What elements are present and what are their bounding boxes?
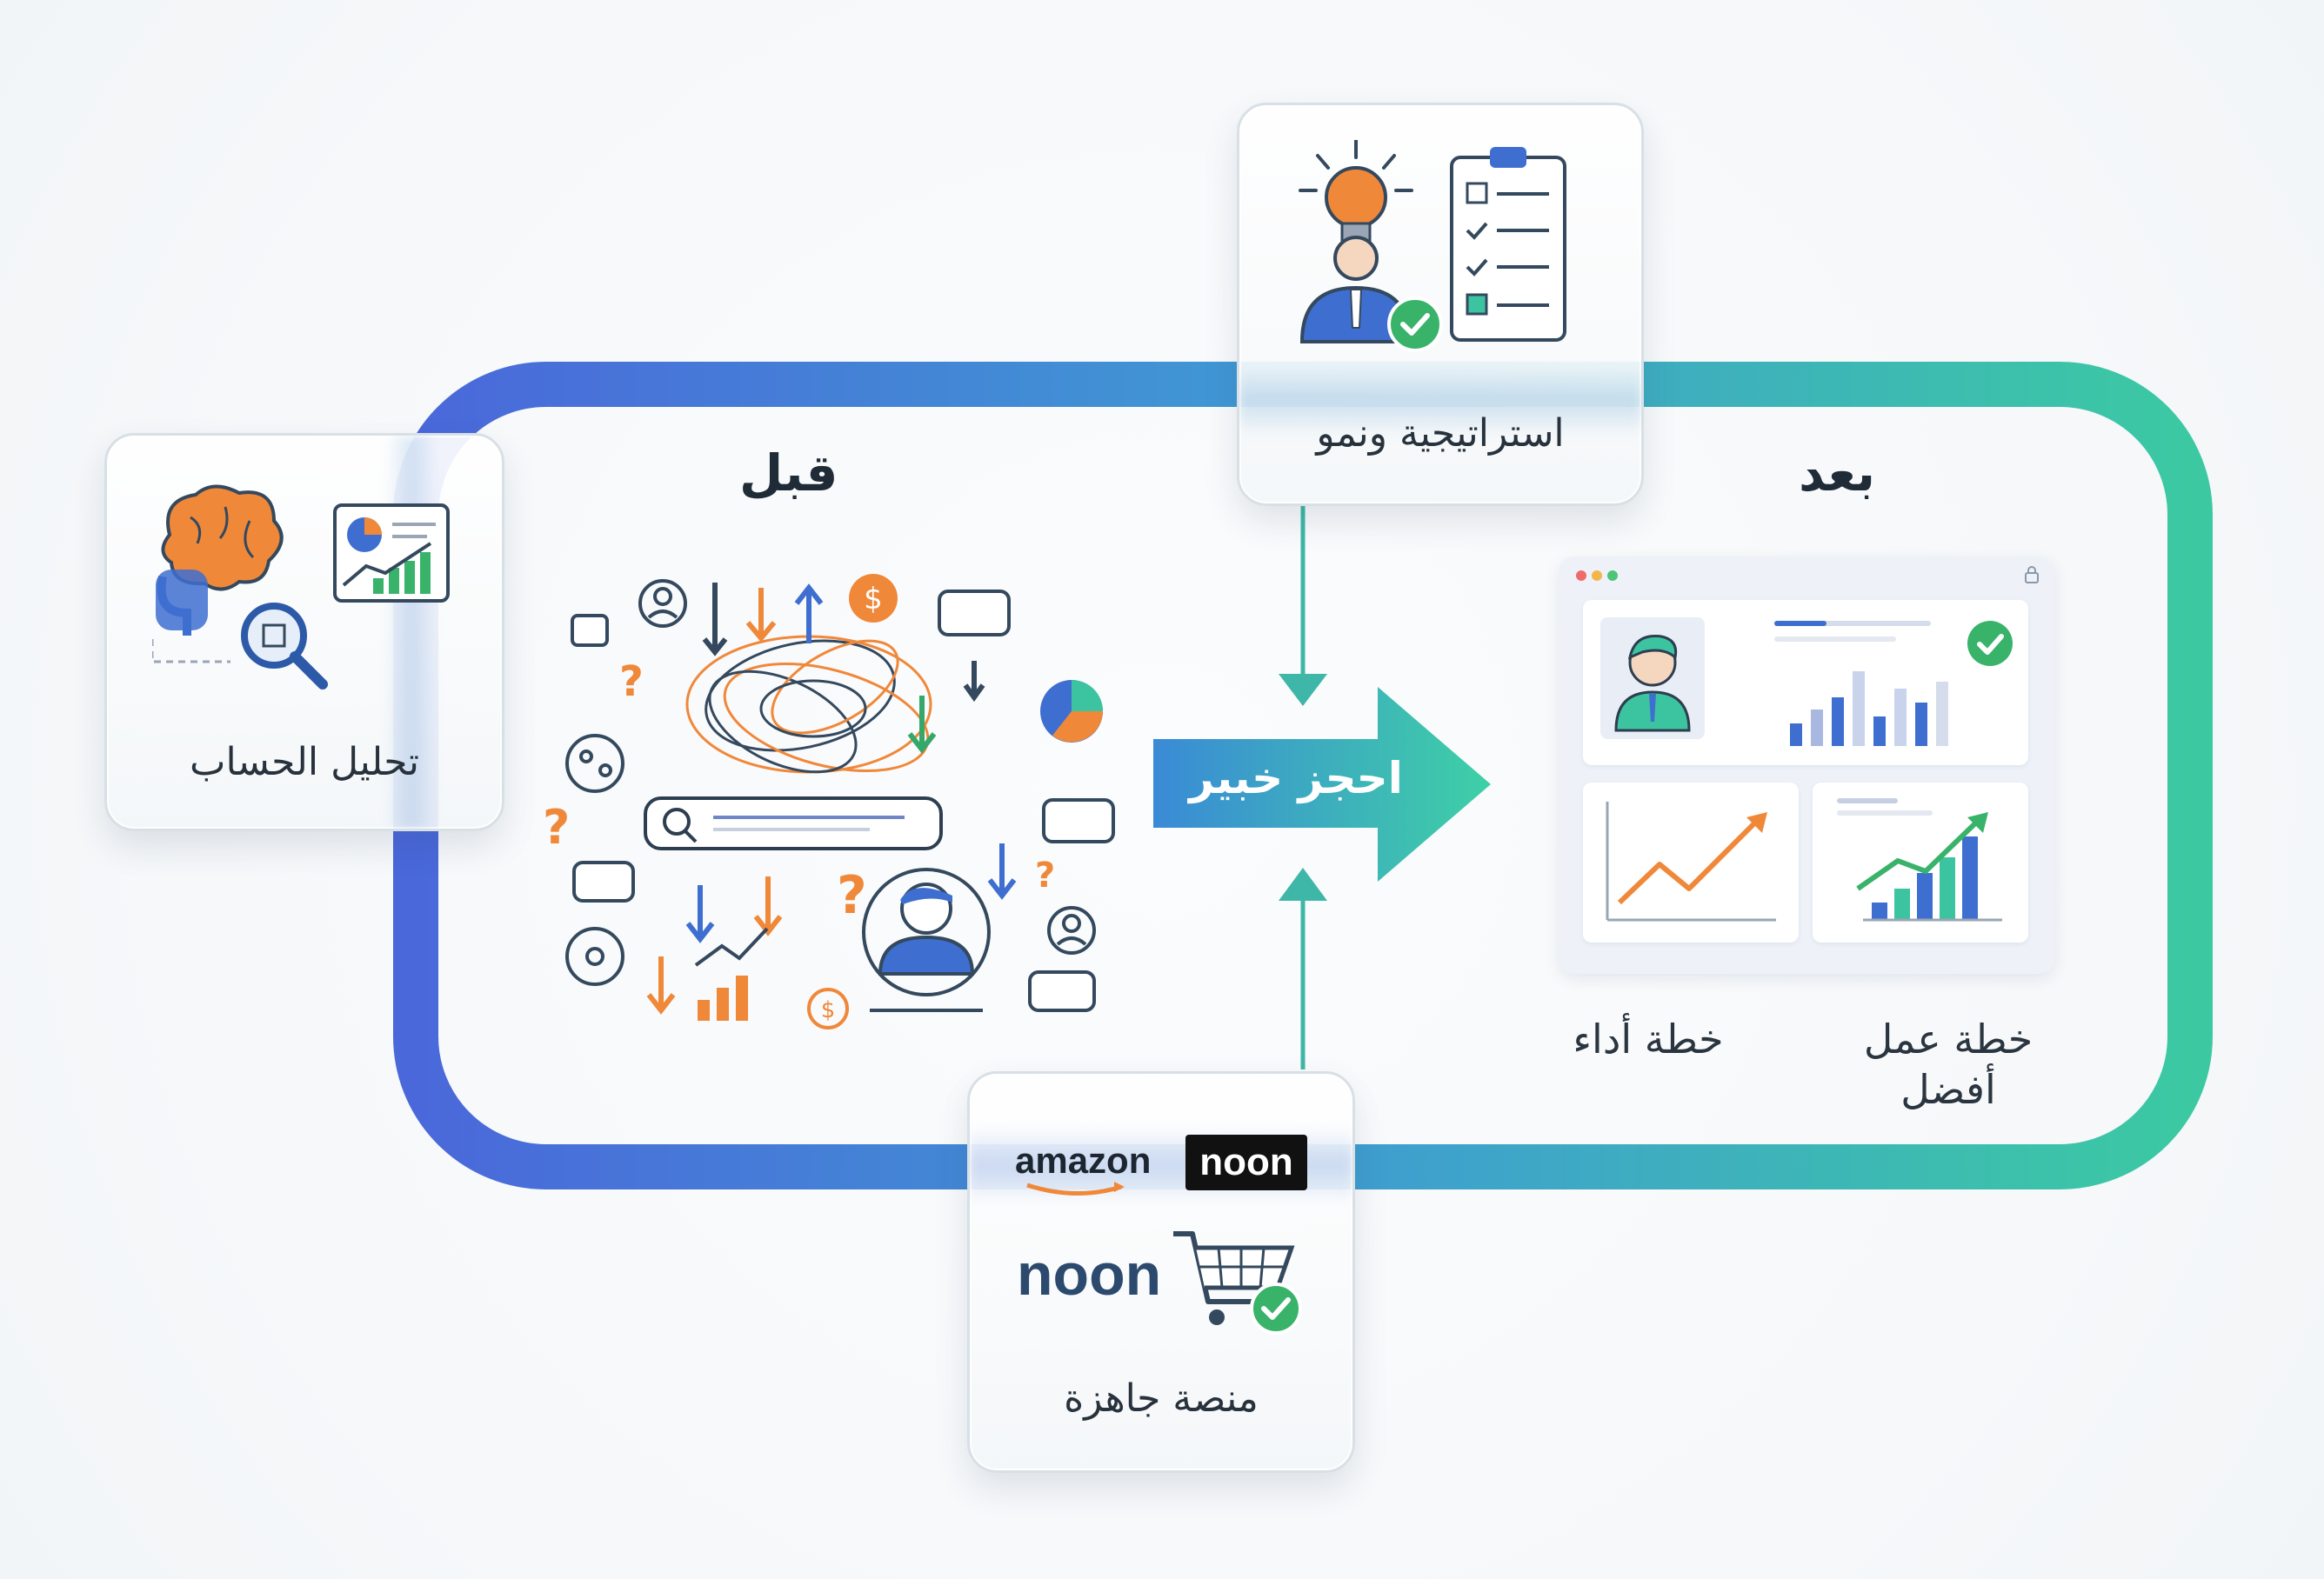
trend-panel xyxy=(1583,783,1799,943)
book-expert-label[interactable]: احجز خبير xyxy=(1189,753,1403,803)
svg-text:$: $ xyxy=(864,582,883,616)
strategy-illustration xyxy=(1299,140,1566,352)
tangled-scribble xyxy=(685,635,932,774)
dashed-connector xyxy=(152,639,230,663)
expert-avatar-icon xyxy=(1600,617,1705,739)
check-badge-icon xyxy=(1967,621,2013,666)
window-controls xyxy=(1576,570,1618,581)
up-arrow xyxy=(794,583,824,643)
growth-panel xyxy=(1813,783,2028,943)
ready-platform-label: منصة جاهزة xyxy=(1064,1376,1259,1421)
before-heading: قبل xyxy=(739,443,838,503)
clipboard-checklist-icon xyxy=(1450,147,1566,342)
speech-bubble-icons xyxy=(571,590,1115,1012)
before-chaos-illustration: $ $ ? ? ? ? xyxy=(543,574,1115,1029)
glass-band xyxy=(385,436,437,829)
ready-platform-card[interactable]: amazon noon noon منصة جاهزة xyxy=(967,1071,1355,1473)
check-badge-icon xyxy=(1387,296,1443,352)
amazon-logo: amazon xyxy=(1015,1140,1152,1181)
shopping-cart-icon xyxy=(1173,1231,1302,1335)
brain-analysis-illustration xyxy=(152,484,450,690)
growth-bars-icon xyxy=(1837,798,2002,922)
pie-chart-icon xyxy=(1040,680,1103,743)
magnifier-icon xyxy=(241,603,328,690)
connector-top-head xyxy=(1279,674,1327,706)
svg-text:?: ? xyxy=(837,865,867,926)
lightbulb-icon xyxy=(1299,140,1413,244)
performance-plan-caption: خطة أداء xyxy=(1573,1016,1724,1063)
noon-badge-logo: noon xyxy=(1185,1135,1307,1190)
down-arrows xyxy=(646,583,1017,1015)
profile-panel xyxy=(1583,600,2028,765)
search-bar-icon xyxy=(644,796,943,850)
report-chart-icon xyxy=(333,503,450,603)
after-dashboard xyxy=(1559,556,2054,974)
strategy-growth-label: استراتيجية ونمو xyxy=(1316,411,1565,456)
user-circle-icon xyxy=(638,579,687,628)
question-mark-icons: ? ? ? ? xyxy=(543,657,1055,926)
line-trend-icon xyxy=(1606,802,1776,922)
account-analysis-label: تحليل الحساب xyxy=(190,740,419,784)
strategy-growth-card[interactable]: استراتيجية ونمو xyxy=(1237,103,1644,506)
small-bar-chart-icon xyxy=(694,927,769,1021)
dollar-coin-icon: $ xyxy=(849,574,898,623)
connector-bottom-head xyxy=(1279,868,1327,901)
svg-text:?: ? xyxy=(543,800,570,855)
svg-text:?: ? xyxy=(619,657,644,706)
better-plan-caption: خطة عمل أفضل xyxy=(1863,1016,2033,1113)
brain-icon xyxy=(156,484,284,636)
person-avatar-icon xyxy=(862,868,991,1012)
svg-text:$: $ xyxy=(821,997,836,1023)
account-analysis-card[interactable]: تحليل الحساب xyxy=(104,433,504,831)
glass-band xyxy=(1239,366,1641,436)
lock-icon xyxy=(2025,566,2039,583)
noon-large-logo: noon xyxy=(1017,1242,1162,1308)
dollar-coin-icon-2: $ xyxy=(807,988,849,1029)
network-node-icons xyxy=(565,734,624,986)
svg-text:?: ? xyxy=(1035,856,1055,896)
amazon-smile-icon xyxy=(1026,1182,1125,1196)
user-circle-icon-2 xyxy=(1047,906,1096,955)
book-expert-arrow xyxy=(1153,687,1491,882)
after-heading: بعد xyxy=(1799,443,1876,503)
profile-bars xyxy=(1774,621,1948,746)
